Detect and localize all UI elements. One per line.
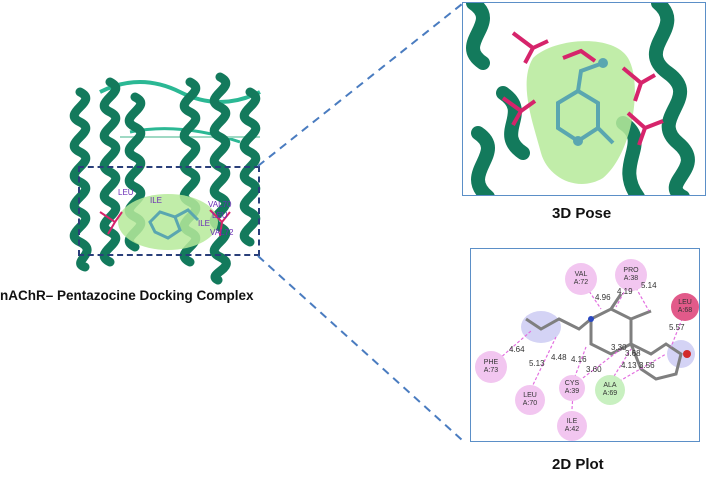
binding-site-box	[78, 166, 260, 256]
binding-site-label: LEU	[118, 188, 134, 197]
distance-label: 3.60	[586, 365, 602, 374]
binding-site-label: ILE	[198, 219, 211, 228]
distance-label: 5.57	[669, 323, 685, 332]
plot-caption: 2D Plot	[552, 456, 604, 473]
binding-site-label: VAL70	[208, 200, 232, 209]
complex-caption: nAChR– Pentazocine Docking Complex	[0, 288, 254, 303]
distance-label: 3.30	[611, 343, 627, 352]
interaction-diagram	[490, 278, 695, 425]
distance-label: 4.19	[617, 287, 633, 296]
distance-label: 5.13	[529, 359, 545, 368]
pose-caption: 3D Pose	[552, 205, 612, 222]
distance-label: 4.13	[621, 361, 637, 370]
distance-label: 4.48	[551, 353, 567, 362]
distance-label: 4.64	[509, 345, 525, 354]
binding-site-label: VAL72	[210, 228, 234, 237]
pose-image	[466, 3, 695, 195]
distance-label: 4.96	[595, 293, 611, 302]
distance-label: 5.14	[641, 281, 657, 290]
binding-site-label: LEU	[212, 211, 228, 220]
distance-label: 3.68	[625, 349, 641, 358]
binding-site-label: ILE	[150, 196, 163, 205]
pose-panel	[462, 2, 706, 196]
distance-label: 4.16	[571, 355, 587, 364]
distance-label: 3.56	[639, 361, 655, 370]
